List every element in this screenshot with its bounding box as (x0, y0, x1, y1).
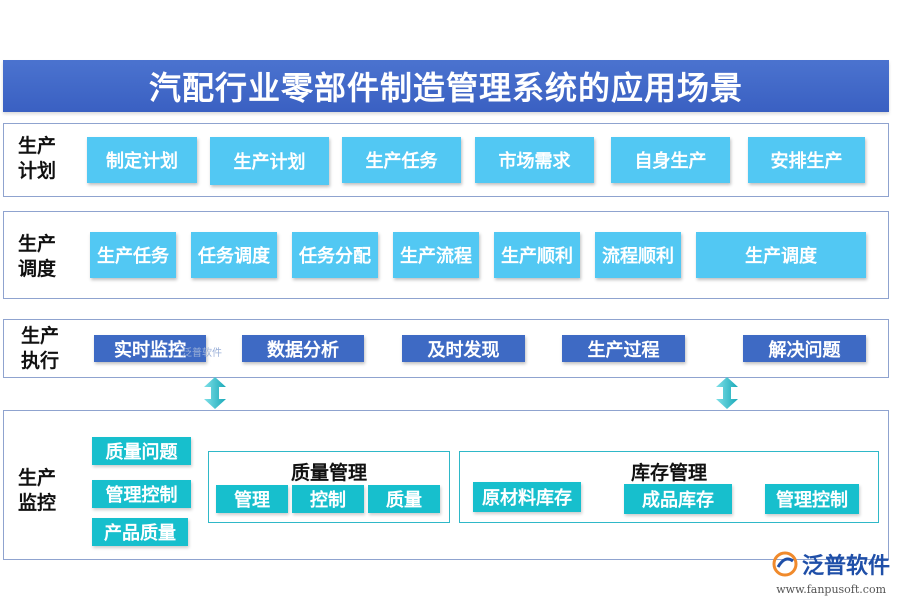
page-title: 汽配行业零部件制造管理系统的应用场景 (3, 60, 889, 112)
inventory-management-title: 库存管理 (630, 462, 707, 484)
row-label-plan-text: 生产计划 (15, 134, 59, 184)
plan-item[interactable]: 安排生产 (748, 137, 865, 183)
brand-url: www.fanpusoft.com (776, 583, 886, 596)
execute-item[interactable]: 数据分析 (242, 335, 364, 362)
plan-item[interactable]: 自身生产 (611, 137, 730, 183)
row-label-monitor-text: 生产监控 (15, 466, 59, 516)
double-arrow-icon (204, 377, 226, 409)
quality-item[interactable]: 控制 (292, 485, 364, 513)
execute-item[interactable]: 生产过程 (562, 335, 685, 362)
execute-item[interactable]: 实时监控 (94, 335, 206, 362)
plan-item[interactable]: 制定计划 (87, 137, 197, 183)
brand-logo: 泛普软件 (772, 548, 890, 580)
row-label-line: 监控 (17, 492, 56, 514)
watermark-text: 泛普软件 (182, 348, 222, 359)
dispatch-item[interactable]: 生产调度 (696, 232, 866, 278)
row-label-line: 调度 (17, 258, 56, 280)
dispatch-item[interactable]: 任务分配 (292, 232, 378, 278)
row-label-line: 生产 (17, 467, 56, 489)
dispatch-item[interactable]: 生产顺利 (494, 232, 580, 278)
dispatch-item[interactable]: 生产流程 (393, 232, 479, 278)
row-label-plan: 生产计划 (15, 134, 59, 184)
brand-name: 泛普软件 (801, 554, 890, 579)
row-label-line: 生产 (17, 135, 56, 157)
quality-management-title: 质量管理 (290, 462, 367, 484)
dispatch-item[interactable]: 任务调度 (191, 232, 277, 278)
plan-item[interactable]: 生产任务 (342, 137, 461, 183)
monitor-item[interactable]: 质量问题 (92, 437, 191, 465)
row-label-line: 计划 (17, 160, 56, 182)
brand-logo-icon (772, 551, 798, 577)
monitor-item[interactable]: 产品质量 (92, 518, 188, 546)
quality-item[interactable]: 质量 (368, 485, 440, 513)
dispatch-item[interactable]: 生产任务 (90, 232, 176, 278)
double-arrow-icon (716, 377, 738, 409)
inventory-item[interactable]: 成品库存 (624, 484, 732, 514)
plan-item[interactable]: 生产计划 (210, 137, 329, 185)
inventory-item[interactable]: 原材料库存 (473, 482, 581, 512)
row-label-execute: 生产执行 (18, 324, 62, 374)
row-label-monitor: 生产监控 (15, 466, 59, 516)
monitor-item[interactable]: 管理控制 (92, 480, 191, 508)
quality-item[interactable]: 管理 (216, 485, 288, 513)
row-label-dispatch-text: 生产调度 (15, 232, 59, 282)
row-label-execute-text: 生产执行 (18, 324, 62, 374)
plan-item[interactable]: 市场需求 (475, 137, 594, 183)
dispatch-item[interactable]: 流程顺利 (595, 232, 681, 278)
inventory-item[interactable]: 管理控制 (765, 484, 859, 514)
row-label-line: 生产 (20, 325, 59, 347)
execute-item[interactable]: 解决问题 (743, 335, 866, 362)
execute-item[interactable]: 及时发现 (402, 335, 525, 362)
row-label-dispatch: 生产调度 (15, 232, 59, 282)
row-label-line: 执行 (20, 350, 59, 372)
row-label-line: 生产 (17, 233, 56, 255)
